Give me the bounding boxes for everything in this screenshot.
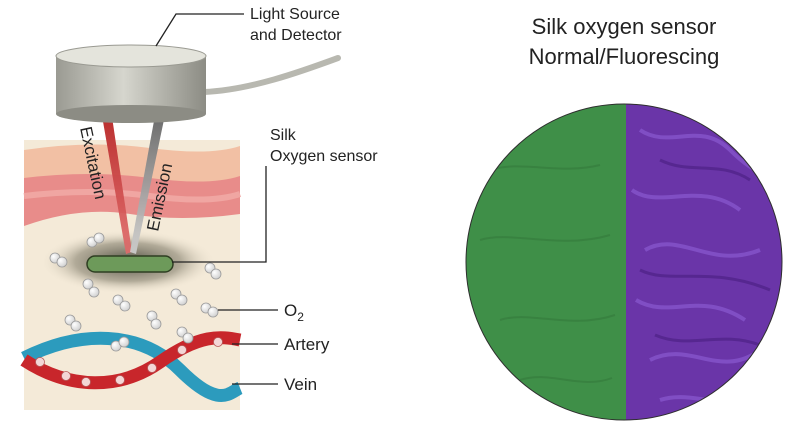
device-leader xyxy=(155,13,244,47)
light-source-detector xyxy=(55,44,341,123)
oxygen-molecules xyxy=(49,232,222,352)
o2-label-subscript: 2 xyxy=(297,310,304,324)
blood-cell xyxy=(147,363,157,373)
o2-molecule xyxy=(210,268,222,280)
o2-molecule xyxy=(150,318,162,330)
blood-cell xyxy=(81,377,91,387)
sensor-label-line2: Oxygen sensor xyxy=(270,148,378,165)
o2-molecule xyxy=(118,336,130,348)
artery-label: Artery xyxy=(284,335,330,354)
device-cable xyxy=(201,55,341,95)
sensor-leader xyxy=(172,166,267,263)
photo-title-line1: Silk oxygen sensor xyxy=(532,14,717,39)
device-top xyxy=(55,44,207,68)
o2-molecule xyxy=(82,278,94,290)
emission-beam xyxy=(130,110,166,254)
silk-sensor xyxy=(86,255,174,273)
blood-cell xyxy=(213,337,223,347)
fluorescing-dark-texture xyxy=(639,158,771,347)
o2-molecule xyxy=(119,300,131,312)
o2-molecule xyxy=(93,232,105,244)
normal-half xyxy=(466,104,626,420)
normal-texture xyxy=(479,164,616,383)
device-label-line2: and Detector xyxy=(250,27,342,44)
blood-cell xyxy=(35,357,45,367)
blood-cell xyxy=(61,371,71,381)
leader-lines xyxy=(155,13,278,385)
o2-molecule xyxy=(88,286,100,298)
dermis-layer xyxy=(24,174,240,226)
blood-cells xyxy=(35,337,223,387)
o2-label-base: O xyxy=(284,301,297,320)
blood-cell xyxy=(115,375,125,385)
sensor-label-line1: Silk xyxy=(270,127,297,144)
o2-molecule xyxy=(112,294,124,306)
o2-molecule xyxy=(182,332,194,344)
dermis-highlight xyxy=(23,189,241,203)
o2-molecule xyxy=(207,306,219,318)
sensor-photo-rim xyxy=(465,103,783,421)
photo-title-line2: Normal/Fluorescing xyxy=(529,44,720,69)
o2-label: O2 xyxy=(284,301,304,324)
o2-molecule xyxy=(56,256,68,268)
vein-label: Vein xyxy=(284,375,317,394)
o2-molecule xyxy=(70,320,82,332)
device-bottom xyxy=(56,105,206,123)
blood-cell xyxy=(177,345,187,355)
excitation-beam xyxy=(101,110,132,254)
o2-molecule xyxy=(176,294,188,306)
device-label-line1: Light Source xyxy=(250,6,340,23)
fluorescing-half xyxy=(626,104,782,420)
